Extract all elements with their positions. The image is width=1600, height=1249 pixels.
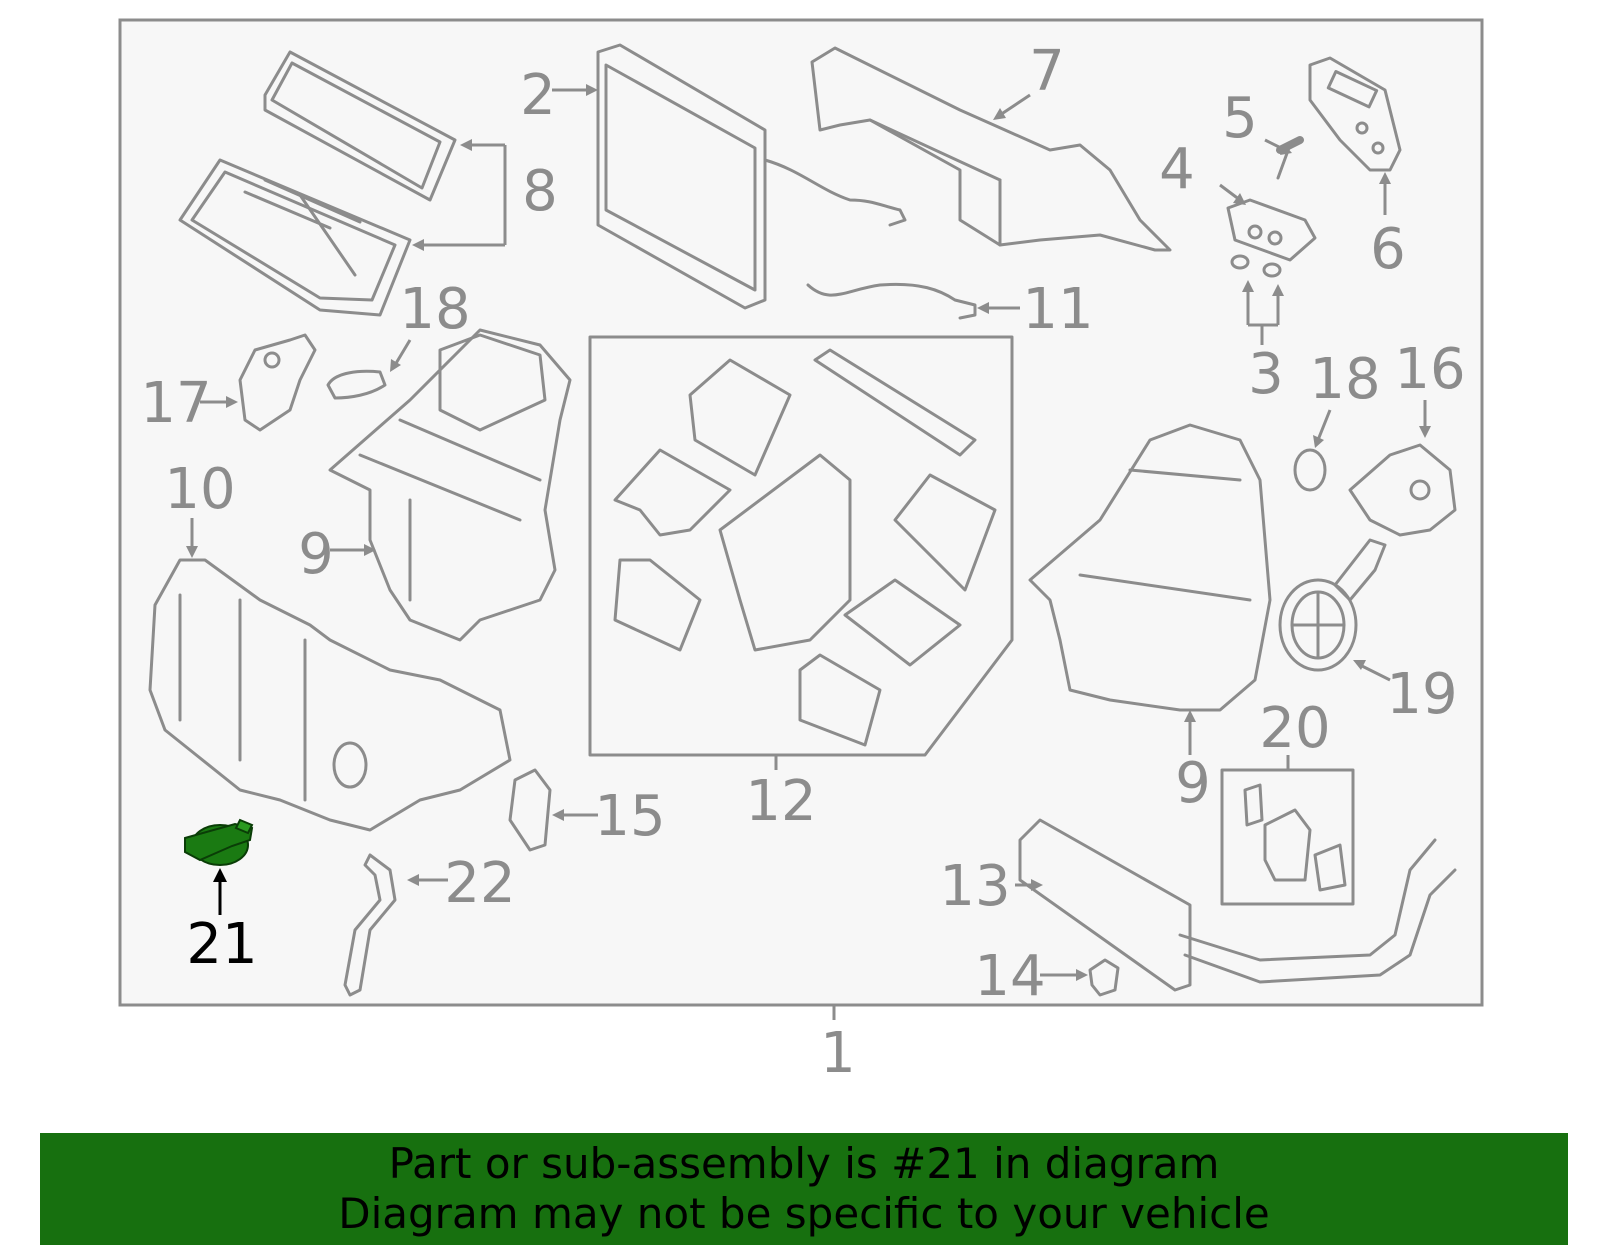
connector-part-20	[1243, 783, 1347, 892]
evaporator-part-2	[596, 43, 907, 310]
filter-part-8	[178, 50, 457, 317]
kit-box-12	[588, 335, 1014, 757]
callout-15: 15	[594, 784, 665, 849]
callout-5: 5	[1222, 86, 1258, 151]
link-part-18-right	[1293, 448, 1327, 492]
actuator-part-16	[1348, 443, 1457, 537]
housing-part-9-right	[1028, 423, 1272, 712]
callout-12: 12	[745, 769, 816, 834]
actuator-part-4	[1226, 198, 1317, 262]
callout-16: 16	[1394, 337, 1465, 402]
case-part-10	[148, 558, 512, 832]
callout-10: 10	[164, 457, 235, 522]
callout-9-left: 9	[298, 522, 334, 587]
banner-line-part-number: Part or sub-assembly is #21 in diagram	[388, 1139, 1220, 1188]
callout-18-right: 18	[1309, 347, 1380, 412]
bracket-part-6	[1308, 56, 1402, 172]
assembly-frame	[118, 18, 1484, 1007]
callout-9-right: 9	[1175, 751, 1211, 816]
seal-part-3a	[1230, 254, 1250, 270]
door-part-15	[508, 768, 552, 852]
callout-8: 8	[522, 159, 558, 224]
leaders	[186, 84, 1431, 981]
doors-part-12	[613, 348, 997, 747]
callout-22: 22	[444, 851, 515, 916]
seal-part-3b	[1262, 262, 1282, 278]
actuator-part-17	[238, 333, 317, 432]
callout-18-left: 18	[399, 277, 470, 342]
info-banner: Part or sub-assembly is #21 in diagram D…	[40, 1133, 1568, 1245]
callout-21-highlighted: 21	[186, 912, 257, 977]
callout-17: 17	[140, 371, 211, 436]
callout-3: 3	[1248, 342, 1284, 407]
callout-1: 1	[820, 1021, 856, 1086]
link-part-18-left	[326, 369, 387, 400]
callout-19: 19	[1386, 662, 1457, 727]
heater-core-part-13	[1018, 818, 1457, 992]
hose-part-22	[343, 853, 397, 997]
callout-14: 14	[974, 944, 1045, 1009]
callout-2: 2	[520, 63, 556, 128]
housing-part-9-left	[328, 328, 572, 642]
clip-part-14	[1088, 958, 1120, 997]
callout-6: 6	[1370, 217, 1406, 282]
callout-13: 13	[939, 854, 1010, 919]
sensor-wire-part-11	[806, 282, 977, 320]
callout-11: 11	[1022, 277, 1093, 342]
blower-motor-part-19	[1278, 538, 1387, 672]
banner-line-disclaimer: Diagram may not be specific to your vehi…	[338, 1189, 1270, 1238]
blower-resistor-part-21	[184, 818, 254, 866]
callout-20: 20	[1259, 696, 1330, 761]
callout-4: 4	[1159, 137, 1195, 202]
duct-part-7	[810, 46, 1172, 252]
callout-7: 7	[1029, 39, 1065, 104]
